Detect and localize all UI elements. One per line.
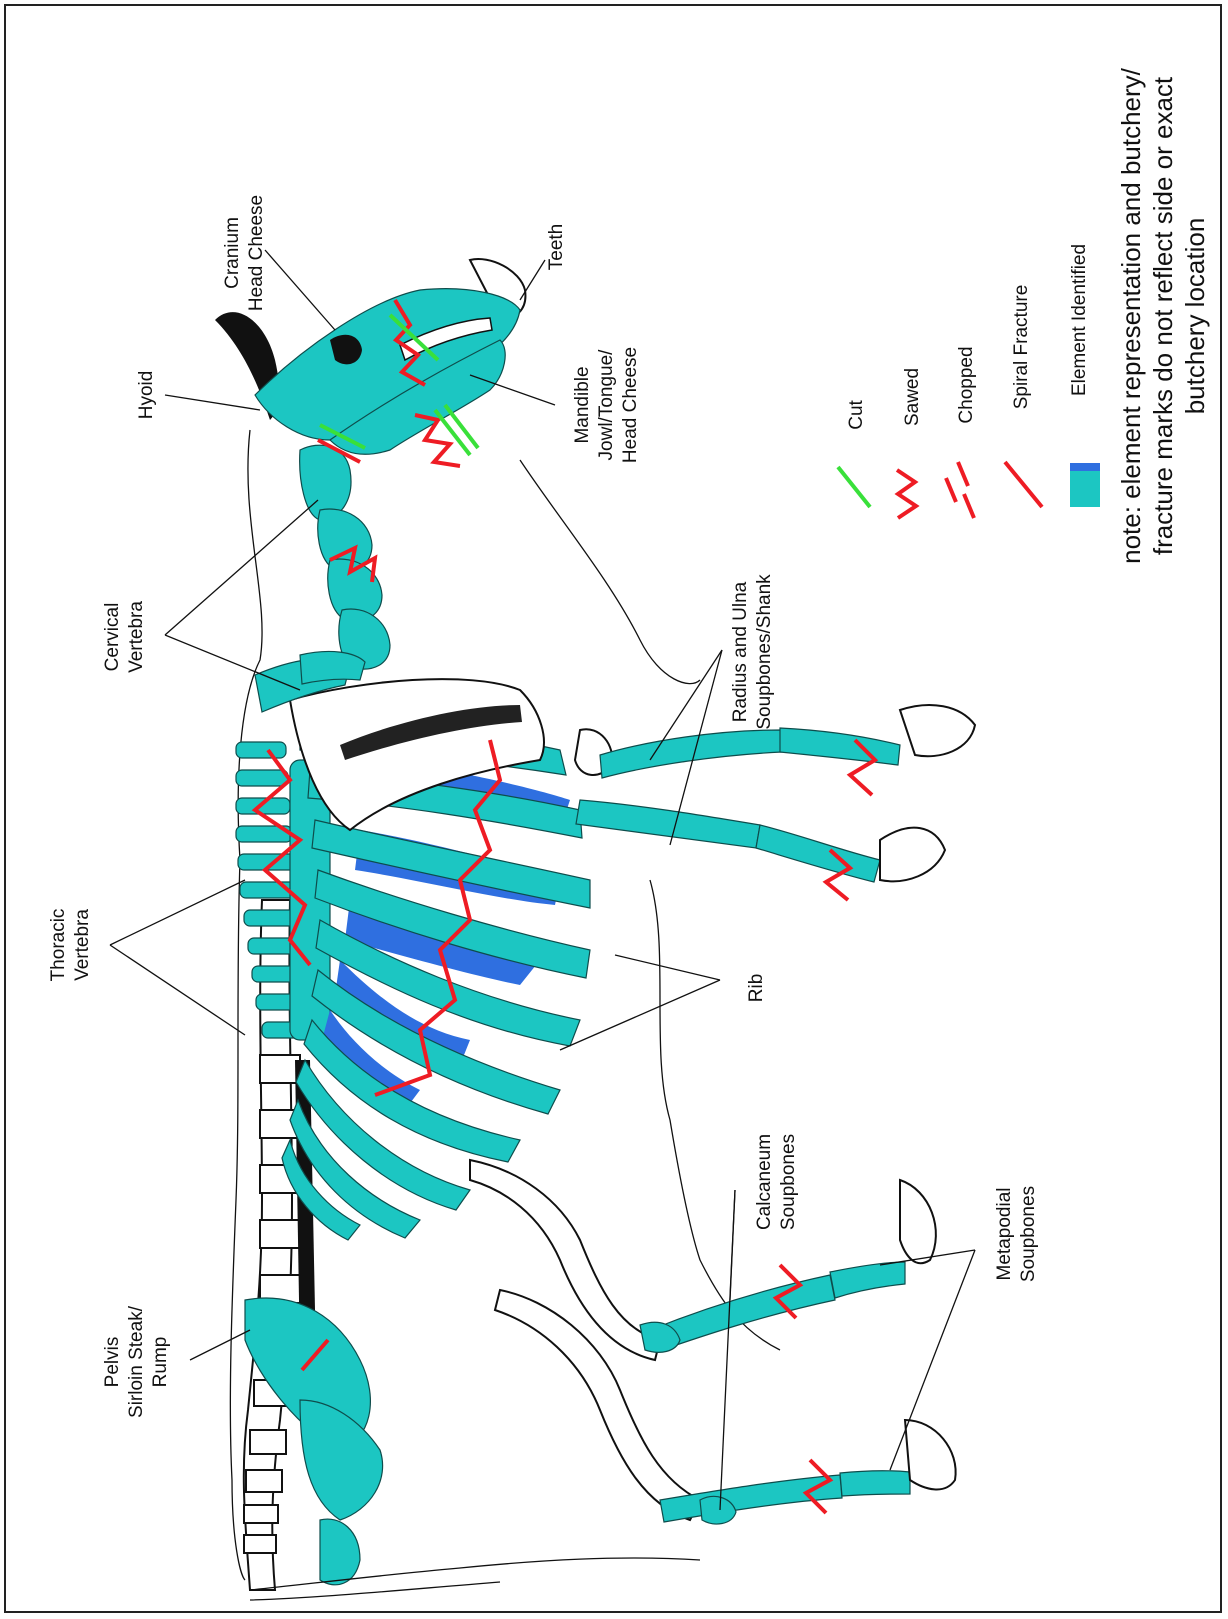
chopped-swatch-1 <box>958 462 968 486</box>
svg-text:Cervical: Cervical <box>102 603 123 672</box>
forelegs <box>575 705 975 882</box>
svg-text:Spiral Fracture: Spiral Fracture <box>1011 285 1032 410</box>
legend-chopped: Chopped <box>946 346 977 518</box>
svg-text:Radius and Ulna: Radius and Ulna <box>730 581 751 722</box>
svg-text:Mandible: Mandible <box>572 366 593 443</box>
svg-text:note: element representation a: note: element representation and butcher… <box>1116 67 1146 564</box>
spiral-swatch <box>1005 462 1042 507</box>
svg-text:Cut: Cut <box>846 400 867 430</box>
svg-text:Element Identified: Element Identified <box>1069 244 1090 396</box>
label-thoracic: Thoracic Vertebra <box>48 909 93 982</box>
legend-cut: Cut <box>838 400 870 507</box>
legend-sawed: Sawed <box>897 368 923 518</box>
svg-text:Jowl/Tongue/: Jowl/Tongue/ <box>596 349 617 461</box>
svg-text:Rib: Rib <box>746 974 767 1003</box>
sawed-swatch <box>897 470 916 518</box>
svg-text:Rump: Rump <box>150 1337 171 1388</box>
legend-spiral: Spiral Fracture <box>1005 285 1042 507</box>
label-cervical: Cervical Vertebra <box>102 601 147 673</box>
label-radius-ulna: Radius and Ulna Soupbones/Shank <box>730 574 775 730</box>
legend: Cut Sawed Chopped Spiral Fracture <box>838 244 1100 518</box>
identified-swatch-blue <box>1070 463 1100 471</box>
svg-text:Vertebra: Vertebra <box>126 601 147 673</box>
hindlegs <box>470 1160 956 1524</box>
chopped-swatch-2 <box>946 478 956 502</box>
svg-text:Soupbones: Soupbones <box>778 1134 799 1230</box>
label-metapodial: Metapodial Soupbones <box>994 1186 1039 1282</box>
svg-text:Soupbones: Soupbones <box>1018 1186 1039 1282</box>
svg-text:Hyoid: Hyoid <box>136 371 157 420</box>
svg-text:Sawed: Sawed <box>902 368 923 426</box>
svg-text:Chopped: Chopped <box>956 346 977 423</box>
cervical-vertebra-bones <box>255 445 390 712</box>
identified-swatch-teal <box>1070 471 1100 507</box>
label-pelvis: Pelvis Sirloin Steak/ Rump <box>102 1305 171 1418</box>
svg-text:Soupbones/Shank: Soupbones/Shank <box>754 574 775 730</box>
tail <box>250 1558 700 1600</box>
label-mandible: Mandible Jowl/Tongue/ Head Cheese <box>572 347 641 463</box>
label-cranium: Cranium Head Cheese <box>222 195 267 311</box>
label-teeth: Teeth <box>546 224 567 270</box>
svg-text:butchery location: butchery location <box>1180 218 1210 415</box>
label-rib: Rib <box>746 974 767 1003</box>
svg-text:Calcaneum: Calcaneum <box>754 1134 775 1230</box>
label-hyoid: Hyoid <box>136 371 157 420</box>
svg-text:Head Cheese: Head Cheese <box>620 347 641 463</box>
svg-text:Cranium: Cranium <box>222 217 243 289</box>
svg-text:Pelvis: Pelvis <box>102 1337 123 1388</box>
svg-text:Teeth: Teeth <box>546 224 567 270</box>
note-text: note: element representation and butcher… <box>1116 67 1210 564</box>
svg-text:Vertebra: Vertebra <box>72 909 93 981</box>
svg-text:Metapodial: Metapodial <box>994 1188 1015 1281</box>
label-calcaneum: Calcaneum Soupbones <box>754 1134 799 1230</box>
svg-text:Head Cheese: Head Cheese <box>246 195 267 311</box>
cut-swatch <box>838 467 870 507</box>
legend-identified: Element Identified <box>1069 244 1100 507</box>
svg-text:Sirloin Steak/: Sirloin Steak/ <box>126 1305 147 1418</box>
svg-text:Thoracic: Thoracic <box>48 909 69 982</box>
chopped-swatch-3 <box>964 494 974 518</box>
svg-text:fracture marks do not reflect: fracture marks do not reflect side or ex… <box>1148 76 1178 555</box>
